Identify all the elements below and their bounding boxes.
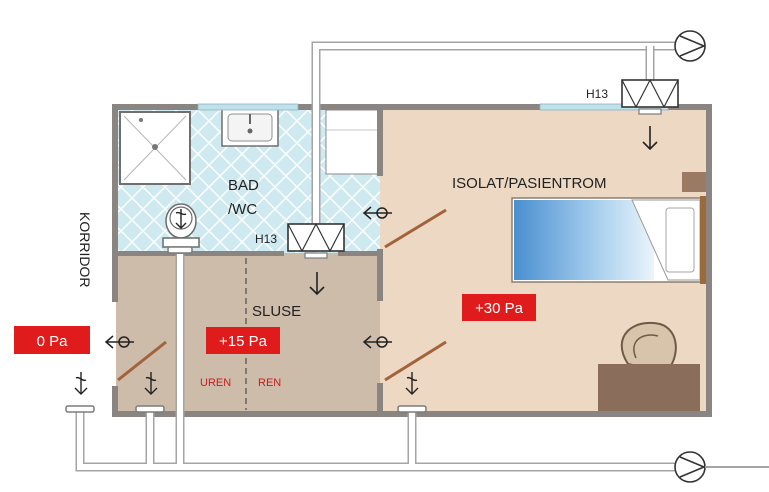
shower-icon [119, 111, 191, 185]
hepa-filter-bath [287, 222, 345, 259]
zone-label-unclean: UREN [200, 377, 231, 389]
room-label-isolation: ISOLAT/PASIENTROM [452, 175, 606, 192]
extract-arrow-corridor-icon [74, 372, 88, 395]
pressure-label-corridor: 0 Pa [37, 333, 69, 350]
window-bath [197, 103, 299, 111]
zone-label-clean: REN [258, 377, 281, 389]
supply-fan-icon [674, 30, 707, 62]
extract-arrow-bath-icon [169, 206, 193, 230]
pressure-label-sluice: +15 Pa [219, 333, 268, 350]
patient-bed [511, 196, 708, 284]
desk [598, 364, 700, 411]
bath-cabinet [325, 109, 379, 175]
extract-arrow-room-icon [405, 372, 419, 395]
bedside-table [682, 172, 706, 192]
door-room-bathroom [384, 208, 447, 249]
exhaust-duct [75, 254, 680, 472]
room-label-bath-line1: BAD [228, 177, 259, 194]
filter-label-room: H13 [586, 87, 608, 101]
pressure-badge-sluice [206, 327, 280, 354]
filter-label-bath: H13 [255, 232, 277, 246]
pressure-label-room: +30 Pa [475, 300, 524, 317]
room-label-bath-line2: /WC [228, 201, 257, 218]
exhaust-fan-icon [674, 451, 707, 483]
pressure-badge-corridor [14, 326, 90, 354]
airflow-arrow-to-bath-icon [362, 206, 392, 220]
airflow-arrow-to-sluice-icon [362, 335, 392, 349]
hepa-filter-room [621, 78, 679, 115]
room-label-corridor: KORRIDOR [77, 212, 93, 287]
airflow-arrow-to-corridor-icon [104, 335, 134, 349]
door-room-sluice [384, 340, 447, 382]
extract-arrow-sluice-icon [144, 372, 158, 395]
chair-icon [620, 321, 677, 374]
supply-arrow-sluice-icon [309, 272, 325, 296]
room-label-sluice: SLUSE [252, 303, 301, 320]
supply-duct [311, 41, 680, 226]
supply-arrow-room-icon [642, 126, 658, 151]
door-sluice-corridor [117, 340, 167, 382]
pressure-badge-room [462, 294, 536, 321]
exhaust-grilles [65, 246, 427, 413]
sink-icon [221, 107, 279, 147]
